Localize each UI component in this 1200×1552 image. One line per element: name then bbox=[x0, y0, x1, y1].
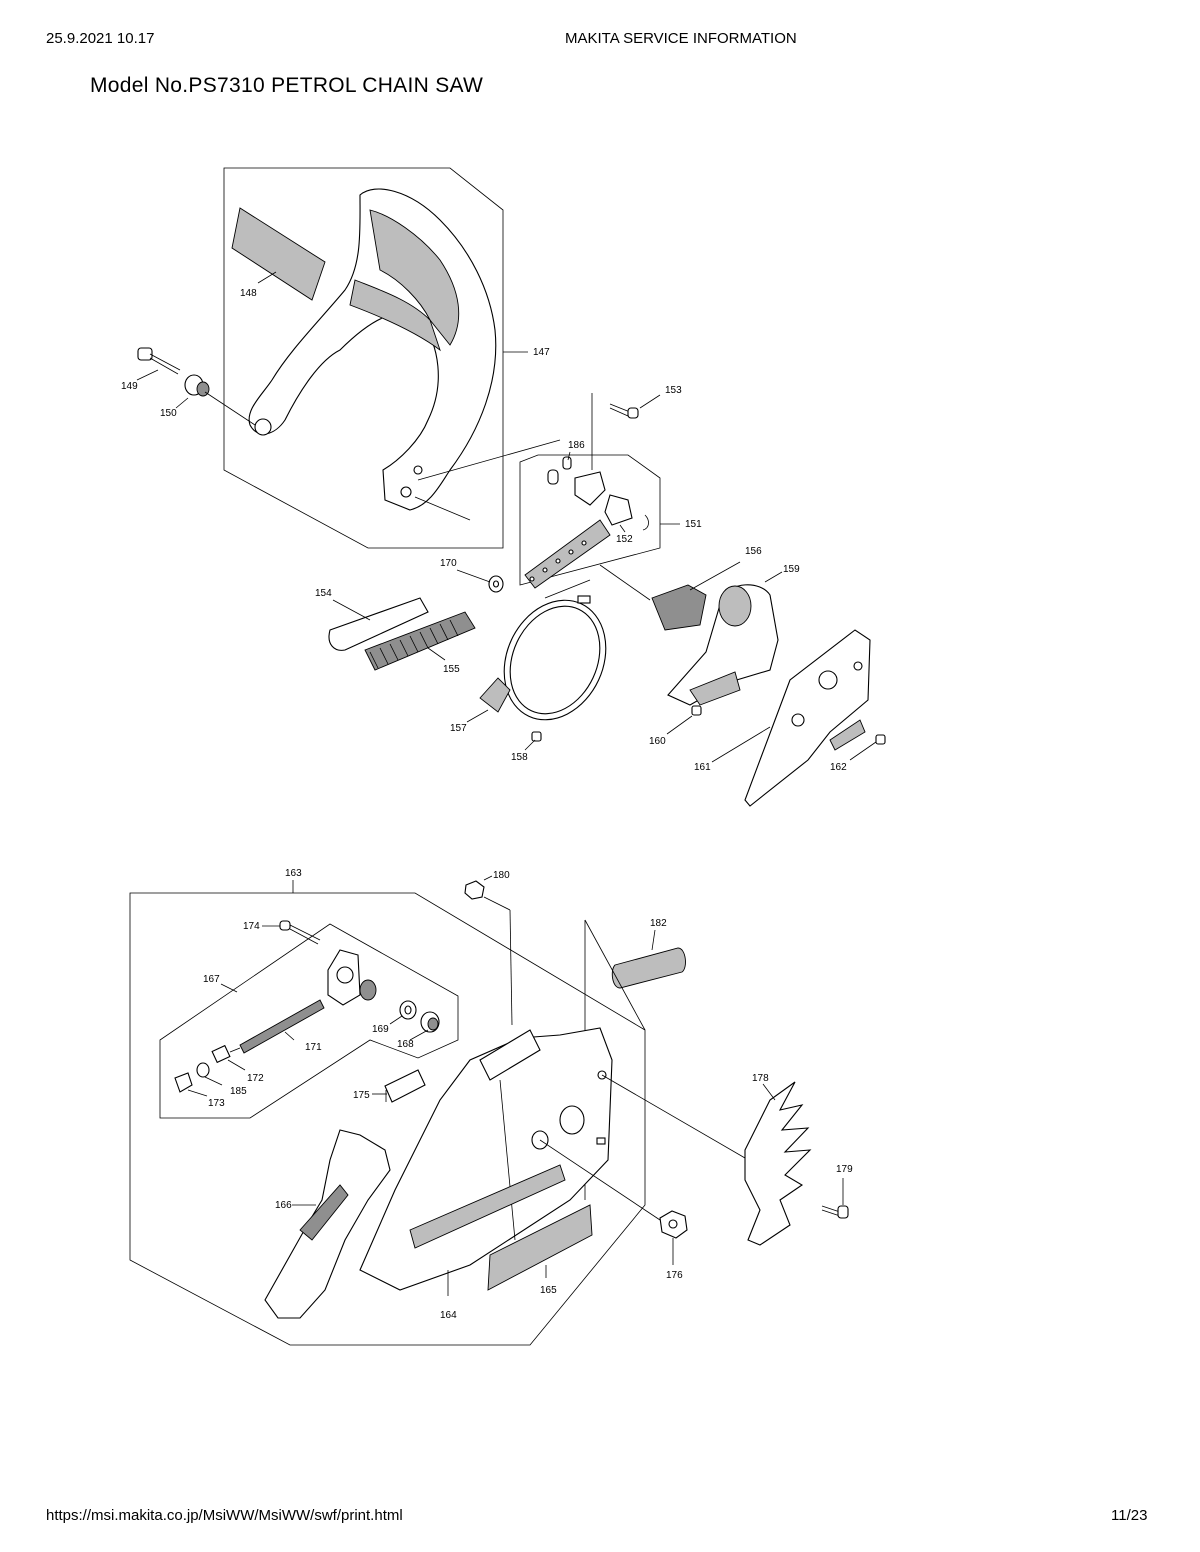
hand-guard-147 bbox=[248, 188, 497, 511]
label-165 bbox=[487, 1204, 593, 1291]
nut-176 bbox=[659, 1210, 688, 1239]
label-185: 185 bbox=[230, 1086, 247, 1097]
screw-160 bbox=[691, 705, 702, 716]
label-148 bbox=[231, 207, 326, 301]
screw-162 bbox=[875, 734, 886, 745]
label-156: 156 bbox=[745, 546, 762, 557]
label-174: 174 bbox=[243, 921, 260, 932]
label-170: 170 bbox=[440, 558, 457, 569]
label-158: 158 bbox=[511, 752, 528, 763]
label-155: 155 bbox=[443, 664, 460, 675]
label-171: 171 bbox=[305, 1042, 322, 1053]
footer-url: https://msi.makita.co.jp/MsiWW/MsiWW/swf… bbox=[46, 1507, 403, 1524]
label-166: 166 bbox=[275, 1200, 292, 1211]
label-154: 154 bbox=[315, 588, 332, 599]
part-173 bbox=[174, 1072, 193, 1093]
spring-155 bbox=[364, 611, 476, 671]
part-172 bbox=[211, 1044, 231, 1064]
label-149: 149 bbox=[121, 381, 138, 392]
label-167: 167 bbox=[203, 974, 220, 985]
print-date: 25.9.2021 10.17 bbox=[46, 30, 155, 47]
label-152: 152 bbox=[616, 534, 633, 545]
label-161: 161 bbox=[694, 762, 711, 773]
document-header-title: MAKITA SERVICE INFORMATION bbox=[565, 30, 797, 47]
sprocket-cover-161 bbox=[744, 629, 871, 807]
label-163: 163 bbox=[285, 868, 302, 879]
label-186: 186 bbox=[568, 440, 585, 451]
group-box-147 bbox=[223, 167, 504, 549]
nut-180 bbox=[464, 880, 485, 900]
page-number: 11/23 bbox=[1111, 1507, 1148, 1524]
brake-linkage-151 bbox=[524, 456, 649, 589]
label-182 bbox=[611, 947, 686, 989]
label-159: 159 bbox=[783, 564, 800, 575]
sprocket-cover-164 bbox=[359, 1027, 613, 1291]
label-168: 168 bbox=[397, 1039, 414, 1050]
label-169: 169 bbox=[372, 1024, 389, 1035]
screw-158 bbox=[531, 731, 542, 742]
label-182: 182 bbox=[650, 918, 667, 929]
brake-band-157 bbox=[479, 595, 607, 721]
part-175 bbox=[384, 1069, 426, 1103]
screw-153 bbox=[609, 403, 639, 419]
label-150: 150 bbox=[160, 408, 177, 419]
label-148: 148 bbox=[240, 288, 257, 299]
label-157: 157 bbox=[450, 723, 467, 734]
group-box-163 bbox=[129, 892, 646, 1346]
handle-166 bbox=[264, 1129, 391, 1319]
label-151: 151 bbox=[685, 519, 702, 530]
oil-adjuster-housing bbox=[327, 949, 377, 1006]
screw-174 bbox=[279, 920, 321, 945]
worm-shaft-171 bbox=[229, 999, 325, 1054]
bumper-spike-178 bbox=[744, 1081, 812, 1246]
label-173: 173 bbox=[208, 1098, 225, 1109]
upper-labels: 147 148 149 150 151 152 153 154 155 156 … bbox=[121, 271, 877, 773]
model-title: Model No.PS7310 PETROL CHAIN SAW bbox=[90, 74, 484, 97]
collar-150 bbox=[184, 374, 210, 397]
label-180: 180 bbox=[493, 870, 510, 881]
label-153: 153 bbox=[665, 385, 682, 396]
o-ring-185 bbox=[196, 1062, 210, 1078]
group-box-151 bbox=[519, 454, 661, 586]
label-165: 165 bbox=[540, 1285, 557, 1296]
bolt-149 bbox=[137, 347, 181, 375]
felt-pad-156 bbox=[651, 584, 707, 631]
screw-179 bbox=[821, 1205, 849, 1219]
label-162: 162 bbox=[830, 762, 847, 773]
label-175: 175 bbox=[353, 1090, 370, 1101]
label-178: 178 bbox=[752, 1073, 769, 1084]
guide-channel-154 bbox=[328, 597, 429, 651]
label-160: 160 bbox=[649, 736, 666, 747]
brake-cover-159 bbox=[667, 584, 779, 706]
label-147: 147 bbox=[533, 347, 550, 358]
label-179: 179 bbox=[836, 1164, 853, 1175]
label-172: 172 bbox=[247, 1073, 264, 1084]
label-176: 176 bbox=[666, 1270, 683, 1281]
group-box-167 bbox=[159, 923, 459, 1119]
label-164: 164 bbox=[440, 1310, 457, 1321]
lower-labels: 163 164 165 166 167 168 169 171 172 173 … bbox=[187, 868, 853, 1321]
